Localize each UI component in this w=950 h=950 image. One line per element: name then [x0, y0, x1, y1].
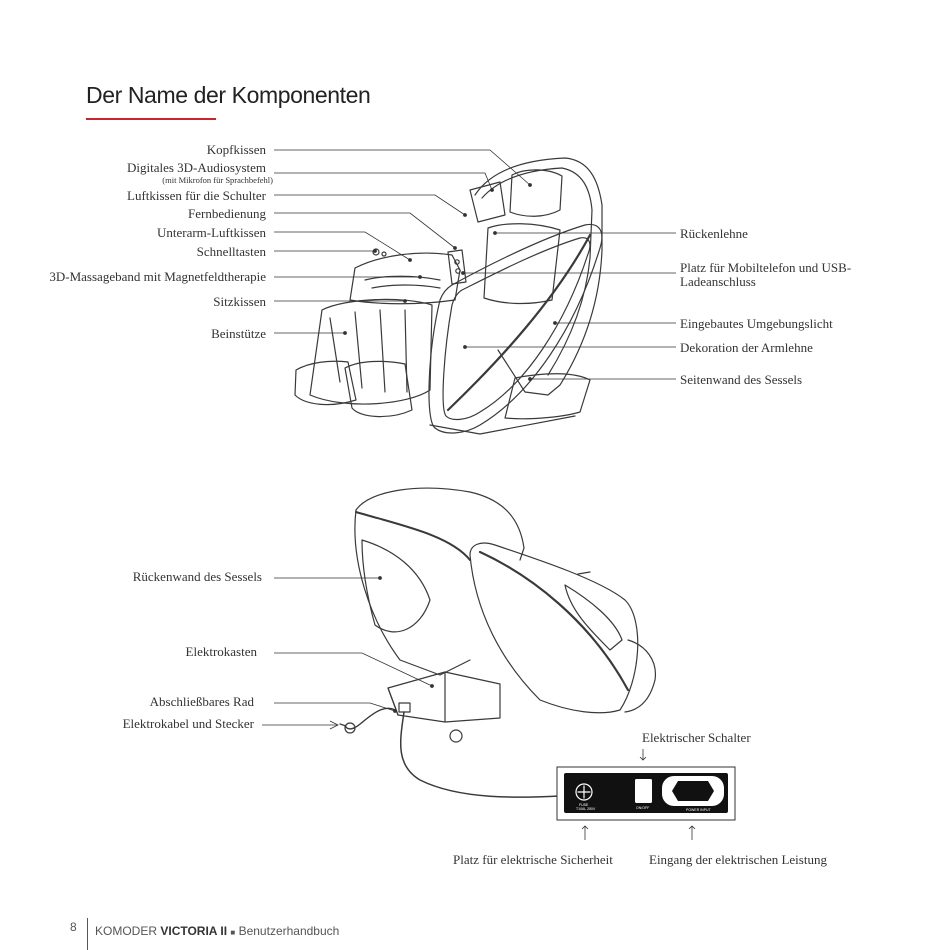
label-armlehne: Dekoration der Armlehne: [680, 340, 813, 355]
svg-text:ON/OFF: ON/OFF: [636, 806, 649, 810]
footer-separator: ■: [230, 928, 235, 937]
label-fernbedienung: Fernbedienung: [188, 206, 266, 221]
label-seitenwand: Seitenwand des Sessels: [680, 372, 802, 387]
front-chair-illustration: [295, 158, 602, 434]
label-rad: Abschließbares Rad: [150, 694, 254, 709]
label-beinstuetze: Beinstütze: [211, 326, 266, 341]
svg-text:POWER INPUT: POWER INPUT: [686, 808, 712, 812]
label-sicherheit: Platz für elektrische Sicherheit: [453, 852, 613, 867]
label-schalter: Elektrischer Schalter: [642, 730, 751, 745]
label-umgebungslicht: Eingebautes Umgebungslicht: [680, 316, 833, 331]
label-sitzkissen: Sitzkissen: [213, 294, 266, 309]
label-eingang: Eingang der elektrischen Leistung: [649, 852, 827, 867]
back-chair-illustration: [340, 488, 655, 797]
footer-brand: KOMODER: [95, 924, 157, 938]
footer-doc: Benutzerhandbuch: [239, 924, 340, 938]
label-elektrokasten: Elektrokasten: [186, 644, 257, 659]
label-mobiltelefon-line2: Ladeanschluss: [680, 274, 756, 289]
footer-divider: [87, 918, 88, 950]
leader-lines: [262, 150, 695, 840]
label-rueckenlehne: Rückenlehne: [680, 226, 748, 241]
fuse-icon: [576, 784, 592, 800]
label-massageband: 3D-Massageband mit Magnetfeldtherapie: [49, 269, 266, 284]
label-audiosystem-note: (mit Mikrofon für Sprachbefehl): [162, 175, 273, 185]
footer-model: VICTORIA II: [160, 924, 227, 938]
svg-text:T10AL 250V: T10AL 250V: [576, 807, 596, 811]
power-switch-panel: FUSE T10AL 250V ON/OFF POWER INPUT: [557, 767, 735, 820]
label-luftkissen-schulter: Luftkissen für die Schulter: [127, 188, 266, 203]
label-mobiltelefon-line1: Platz für Mobiltelefon und USB-: [680, 260, 851, 275]
footer-title: KOMODER VICTORIA II ■ Benutzerhandbuch: [95, 924, 339, 938]
label-rueckenwand: Rückenwand des Sessels: [133, 569, 262, 584]
label-unterarm-luftkissen: Unterarm-Luftkissen: [157, 225, 266, 240]
label-schnelltasten: Schnelltasten: [197, 244, 266, 259]
label-kabel: Elektrokabel und Stecker: [123, 716, 254, 731]
label-kopfkissen: Kopfkissen: [207, 142, 266, 157]
label-audiosystem: Digitales 3D-Audiosystem: [127, 160, 266, 175]
page-number: 8: [70, 920, 77, 934]
